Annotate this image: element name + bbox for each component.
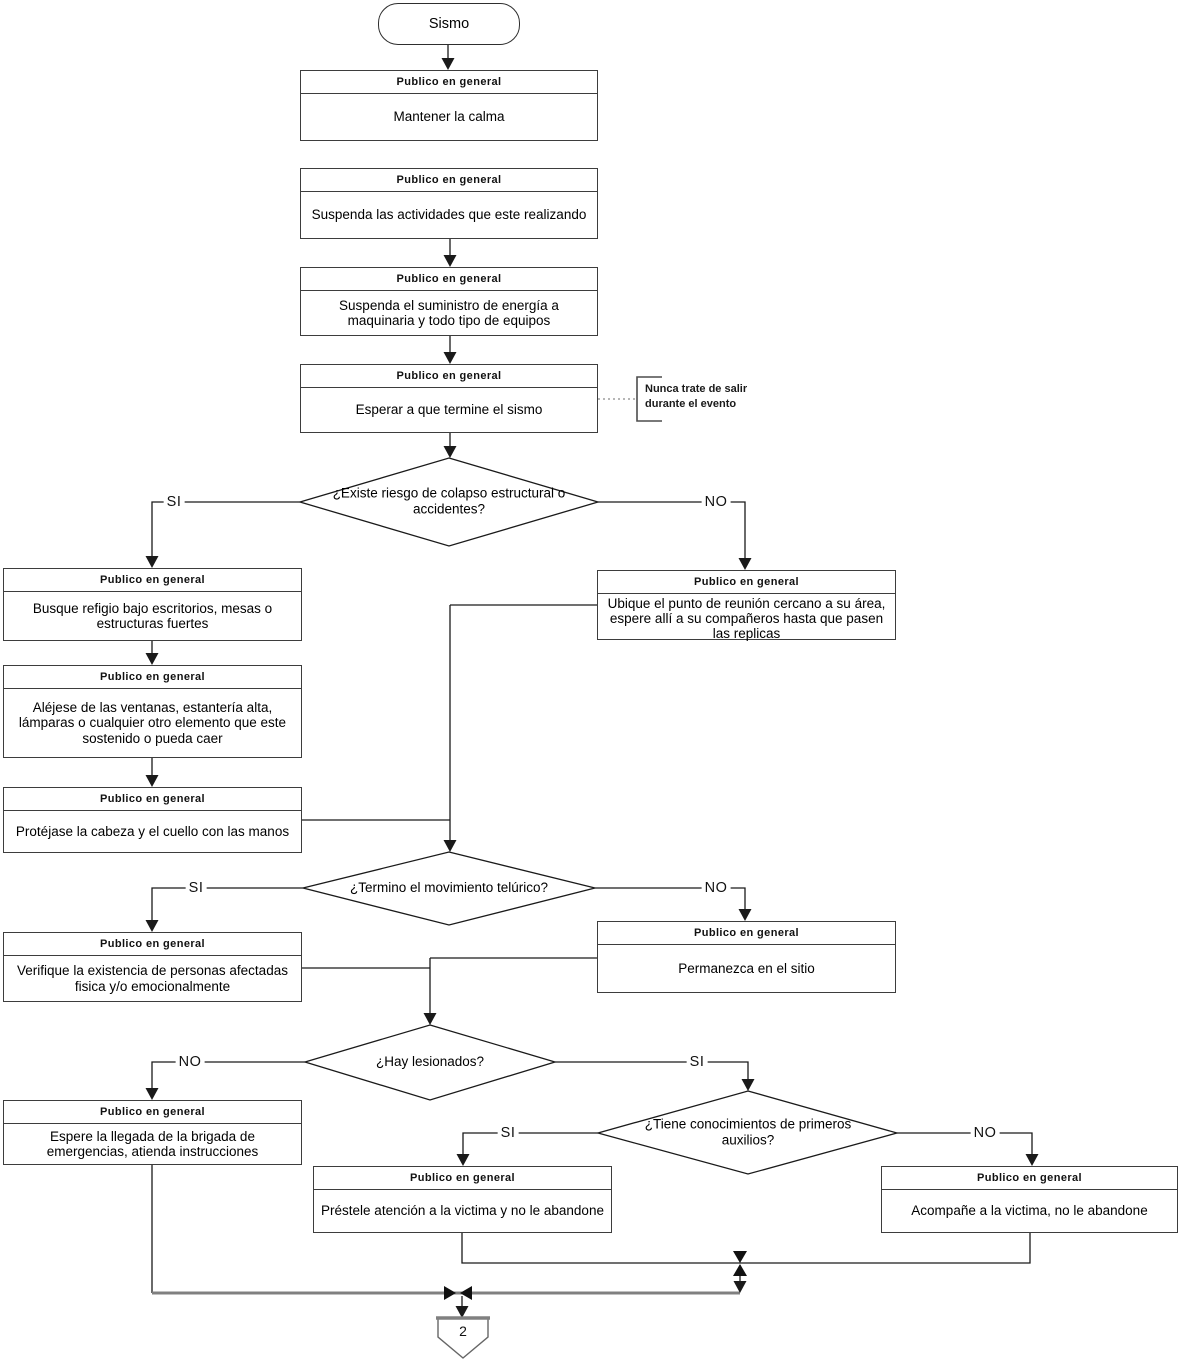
process-box-busque: Publico en general Busque refigio bajo e… bbox=[3, 568, 302, 641]
branch-label-si-2: SI bbox=[185, 880, 207, 896]
annotation-line-2: durante el evento bbox=[645, 398, 737, 410]
branch-label-no-1: NO bbox=[701, 494, 731, 510]
lane-header: Publico en general bbox=[314, 1167, 611, 1190]
lane-header: Publico en general bbox=[4, 666, 301, 689]
step-text: Aléjese de las ventanas, estantería alta… bbox=[18, 700, 287, 746]
branch-label-no-4: NO bbox=[970, 1125, 1000, 1141]
process-box-ubique: Publico en general Ubique el punto de re… bbox=[597, 570, 896, 642]
lane-header: Publico en general bbox=[598, 571, 895, 594]
decision-diamonds bbox=[297, 457, 900, 1175]
annotation-bracket bbox=[636, 376, 662, 422]
lane-header: Publico en general bbox=[4, 933, 301, 956]
step-text: Suspenda las actividades que este realiz… bbox=[311, 207, 587, 223]
branch-label-si-1: SI bbox=[163, 494, 185, 510]
offpage-connector-label: 2 bbox=[459, 1323, 467, 1339]
process-box-suspenda-actividades: Publico en general Suspenda las activida… bbox=[300, 168, 598, 239]
process-box-mantener: Publico en general Mantener la calma bbox=[300, 70, 598, 141]
decision-label-auxilios: ¿Tiene conocimientos de primeros auxilio… bbox=[644, 1116, 852, 1147]
step-text: Esperar a que termine el sismo bbox=[355, 402, 543, 418]
step-text: Protéjase la cabeza y el cuello con las … bbox=[15, 823, 290, 839]
offpage-shape bbox=[436, 1316, 490, 1359]
diamond-auxilios bbox=[595, 1090, 900, 1175]
start-terminator: Sismo bbox=[378, 3, 520, 45]
lane-header: Publico en general bbox=[301, 365, 597, 388]
step-text: Suspenda el suministro de energía a maqu… bbox=[339, 297, 559, 328]
arrowheads bbox=[145, 58, 1039, 1318]
lane-header: Publico en general bbox=[598, 922, 895, 945]
annotation-line-1: Nunca trate de salir bbox=[645, 383, 748, 395]
step-text: Espere la llegada de la brigada de emerg… bbox=[46, 1128, 259, 1159]
step-text: Permanezca en el sitio bbox=[678, 960, 815, 976]
merge-markers bbox=[444, 1251, 747, 1300]
step-text: Ubique el punto de reunión cercano a su … bbox=[607, 596, 886, 642]
step-text: Busque refigio bajo escritorios, mesas o… bbox=[32, 600, 273, 631]
diamond-termino bbox=[302, 851, 596, 926]
lane-header: Publico en general bbox=[301, 169, 597, 192]
lane-header: Publico en general bbox=[4, 1101, 301, 1124]
process-box-prestele: Publico en general Préstele atención a l… bbox=[313, 1166, 612, 1233]
process-box-espere-brigada: Publico en general Espere la llegada de … bbox=[3, 1100, 302, 1165]
process-box-protejase: Publico en general Protéjase la cabeza y… bbox=[3, 787, 302, 853]
branch-label-no-2: NO bbox=[701, 880, 731, 896]
flow-lines bbox=[151, 43, 1033, 1309]
decision-label-lesionados: ¿Hay lesionados? bbox=[375, 1054, 485, 1070]
diamond-lesionados bbox=[302, 1024, 558, 1101]
decision-label-colapso: ¿Existe riesgo de colapso estructural o … bbox=[332, 485, 566, 516]
process-box-verifique: Publico en general Verifique la existenc… bbox=[3, 932, 302, 1002]
decision-label-termino: ¿Termino el movimiento telúrico? bbox=[349, 880, 549, 896]
branch-label-si-3: SI bbox=[686, 1054, 708, 1070]
step-text: Mantener la calma bbox=[393, 109, 505, 125]
start-label: Sismo bbox=[428, 16, 470, 32]
step-text: Préstele atención a la victima y no le a… bbox=[321, 1203, 604, 1219]
lane-header: Publico en general bbox=[882, 1167, 1177, 1190]
process-box-esperar: Publico en general Esperar a que termine… bbox=[300, 364, 598, 433]
branch-label-si-4: SI bbox=[497, 1125, 519, 1141]
lane-header: Publico en general bbox=[301, 71, 597, 94]
step-text: Verifique la existencia de personas afec… bbox=[17, 963, 288, 994]
branch-label-no-3: NO bbox=[175, 1054, 205, 1070]
step-text: Acompañe a la victima, no le abandone bbox=[911, 1203, 1148, 1219]
lane-header: Publico en general bbox=[4, 788, 301, 811]
process-box-acompane: Publico en general Acompañe a la victima… bbox=[881, 1166, 1178, 1233]
diamond-colapso bbox=[297, 457, 601, 547]
lane-header: Publico en general bbox=[4, 569, 301, 592]
lane-header: Publico en general bbox=[301, 268, 597, 291]
process-box-alejese: Publico en general Aléjese de las ventan… bbox=[3, 665, 302, 758]
annotation-note: Nunca trate de salir durante el evento bbox=[645, 382, 785, 412]
process-box-suspenda-energia: Publico en general Suspenda el suministr… bbox=[300, 267, 598, 336]
process-box-permanezca: Publico en general Permanezca en el siti… bbox=[597, 921, 896, 993]
